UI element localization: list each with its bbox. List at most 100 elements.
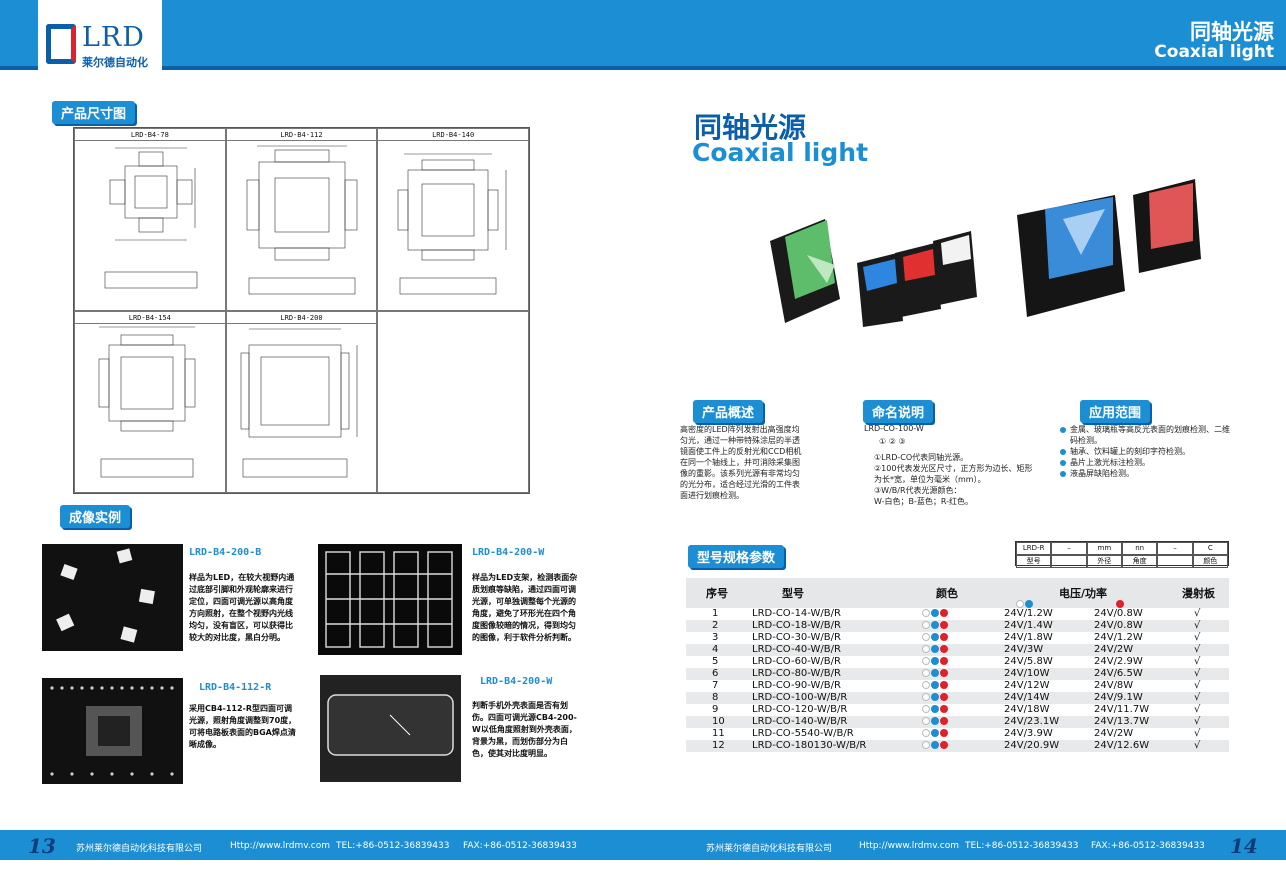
row-diffuser: √ <box>1194 608 1201 619</box>
blue-dot-icon <box>931 633 939 641</box>
red-dot-icon <box>940 657 948 665</box>
drawing-cell: LRD-B4-78 <box>74 128 226 311</box>
code-cell: LRD-R <box>1016 542 1052 555</box>
row-power-r: 24V/0.8W <box>1094 620 1143 631</box>
example-desc: 采用CB4-112-R型四面可调光源，照射角度调整到70度，可将电路板表面的BG… <box>189 704 297 749</box>
blue-dot-icon <box>931 741 939 749</box>
product-red <box>895 243 941 317</box>
row-power-r: 24V/0.8W <box>1094 608 1143 619</box>
col-color: 颜色 <box>936 587 958 600</box>
drawing-cell-empty <box>377 310 529 493</box>
row-index: 12 <box>712 740 725 751</box>
page-title-en: Coaxial light <box>692 138 869 167</box>
drawing-cell: LRD-B4-200 <box>225 310 378 493</box>
row-power-wb: 24V/1.8W <box>1004 632 1053 643</box>
example-desc: 样品为LED，在较大视野内通过底部引脚和外观轮廓来进行定位，四面可调光源以高角度… <box>189 573 295 642</box>
row-power-wb: 24V/12W <box>1004 680 1050 691</box>
row-colors <box>922 680 949 692</box>
apps-item: 晶片上激光标注检测。 <box>1060 457 1230 468</box>
drawing-title: LRD-B4-154 <box>75 313 225 324</box>
header-title-cn: 同轴光源 <box>1190 20 1274 44</box>
row-power-wb: 24V/5.8W <box>1004 656 1053 667</box>
blue-dot-icon <box>931 645 939 653</box>
row-diffuser: √ <box>1194 656 1201 667</box>
product-red-large <box>1133 179 1201 273</box>
logo-text: LRD <box>82 22 145 53</box>
row-diffuser: √ <box>1194 668 1201 679</box>
white-dot-icon <box>922 681 930 689</box>
row-power-wb: 24V/14W <box>1004 692 1050 703</box>
footer-fax: FAX:+86-0512-36839433 <box>1091 841 1205 851</box>
red-dot-icon <box>940 729 948 737</box>
example-title: LRD-B4-200-W <box>472 547 545 558</box>
row-index: 3 <box>712 632 719 643</box>
row-colors <box>922 740 949 752</box>
page-title-cn: 同轴光源 <box>694 111 807 144</box>
product-blue <box>857 253 903 327</box>
example-image-leadframe <box>318 544 462 655</box>
row-diffuser: √ <box>1194 704 1201 715</box>
naming-item: ②100代表发光区尺寸，正方形为边长、矩形为长*宽，单位为毫米（mm）。 <box>874 464 1033 484</box>
overview-text: 高密度的LED阵列发射出高强度均匀光，通过一种带特殊涂层的半透镜面使工件上的反射… <box>680 425 802 500</box>
row-model: LRD-CO-14-W/B/R <box>752 608 841 619</box>
product-blue-large <box>1017 195 1125 317</box>
blue-dot-icon <box>931 657 939 665</box>
white-dot-icon <box>922 621 930 629</box>
naming-list: ①LRD-CO代表同轴光源。 ②100代表发光区尺寸，正方形为边长、矩形为长*宽… <box>874 452 1034 507</box>
header-title-en: Coaxial light <box>1154 42 1274 62</box>
drawing-title: LRD-B4-140 <box>378 130 528 141</box>
code-cell: mm <box>1086 542 1122 555</box>
row-model: LRD-CO-90-W/B/R <box>752 680 841 691</box>
col-power: 电压/功率 <box>1059 587 1108 600</box>
white-dot-icon <box>922 645 930 653</box>
blue-dot-icon <box>931 693 939 701</box>
footer-url: Http://www.lrdmv.com <box>859 841 959 851</box>
row-index: 8 <box>712 692 719 703</box>
row-model: LRD-CO-100-W/B/R <box>752 692 848 703</box>
footer-bar <box>0 830 1286 860</box>
drawing-title: LRD-B4-78 <box>75 130 225 141</box>
row-colors <box>922 632 949 644</box>
white-dot-icon <box>922 741 930 749</box>
col-model: 型号 <box>782 587 804 600</box>
code-cell: 外径 <box>1086 555 1122 568</box>
code-cell <box>1051 555 1087 568</box>
spec-header: 序号 型号 颜色 电压/功率 漫射板 <box>686 578 1229 608</box>
legend-white-blue <box>1016 600 1034 608</box>
row-colors <box>922 668 949 680</box>
row-colors <box>922 716 949 728</box>
white-dot-icon <box>1016 600 1024 608</box>
drawing-b4-200 <box>240 328 357 477</box>
row-diffuser: √ <box>1194 740 1201 751</box>
footer-url: Http://www.lrdmv.com <box>230 841 330 851</box>
row-colors <box>922 644 949 656</box>
example-title: LRD-B4-200-W <box>480 676 553 687</box>
drawing-title: LRD-B4-200 <box>226 313 377 324</box>
row-power-wb: 24V/18W <box>1004 704 1050 715</box>
blue-dot-icon <box>931 621 939 629</box>
footer-tel: TEL:+86-0512-36839433 <box>336 841 450 851</box>
product-white <box>933 231 977 305</box>
row-power-wb: 24V/3W <box>1004 644 1044 655</box>
code-cell: – <box>1157 542 1193 555</box>
red-dot-icon <box>940 645 948 653</box>
naming-item: W-白色；B-蓝色；R-红色。 <box>874 497 973 506</box>
imaging-section-label: 成像实例 <box>60 505 131 528</box>
row-power-r: 24V/8W <box>1094 680 1134 691</box>
page-number-left: 13 <box>28 834 56 858</box>
red-dot-icon <box>940 669 948 677</box>
example-image-led <box>42 544 183 651</box>
row-index: 6 <box>712 668 719 679</box>
row-power-wb: 24V/20.9W <box>1004 740 1060 751</box>
row-power-wb: 24V/3.9W <box>1004 728 1053 739</box>
blue-dot-icon <box>931 705 939 713</box>
drawing-b4-140 <box>398 153 507 295</box>
row-power-r: 24V/6.5W <box>1094 668 1143 679</box>
